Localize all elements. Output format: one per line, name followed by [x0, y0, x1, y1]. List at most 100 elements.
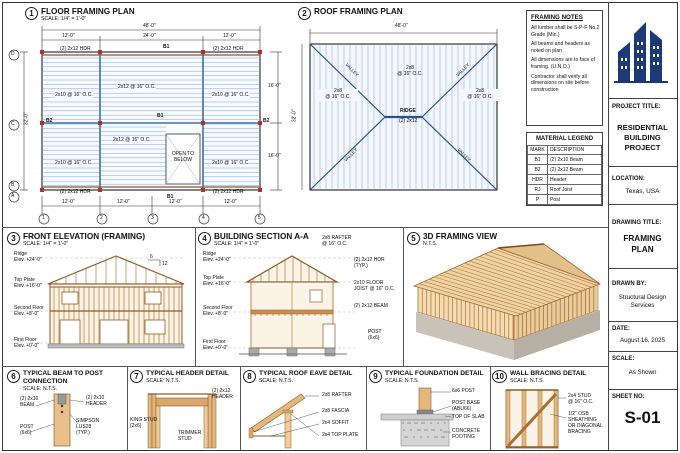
d6-label-d1: SIMPSON	[76, 418, 100, 424]
d7-label-c1: TRIMMER	[178, 430, 202, 436]
d9-drawing	[380, 387, 454, 447]
front-elevation-scale: SCALE: 1/4" = 1'-0"	[23, 241, 69, 247]
roof-plan-title: ROOF FRAMING PLAN	[314, 7, 403, 16]
d6-label-c2: (6x6)	[20, 430, 32, 436]
scale-block: SCALE: As Shown	[608, 351, 677, 389]
sec-joist-1: 2x10 FLOOR	[354, 280, 384, 286]
floor-left-dim: 32'-0"	[23, 112, 30, 126]
section-drawing	[203, 255, 355, 357]
rafter-label-right-b: @ 16" O.C.	[460, 94, 500, 101]
fe-first-elev: Elev. +0'-0"	[14, 343, 40, 349]
d7-label-a1: (2) 2x12	[212, 388, 231, 394]
location-value: Texas, USA	[625, 188, 660, 195]
grid-col-3: 3	[151, 215, 154, 221]
rafter-label-left-b: @ 16" O.C.	[318, 94, 358, 101]
view3d-drawing	[412, 243, 602, 360]
rafter-label-top-a: 2x8	[405, 65, 415, 71]
fe-second-label: Second Floor	[14, 305, 44, 311]
roof-side-dim: 32'-0"	[291, 109, 298, 123]
drawing-title-value: FRAMING PLAN	[623, 234, 662, 254]
d8-scale: SCALE: N.T.S.	[259, 378, 294, 384]
d6-label-d2: LUS28	[76, 424, 92, 430]
legend-mark-hdr: HDR	[527, 174, 548, 185]
floor-bot-dim-1: 12'-0"	[62, 199, 75, 205]
joist-label-4: 2x10 @ 16" O.C.	[55, 160, 93, 167]
d10-label-b1: 1/2" OSB	[568, 411, 589, 417]
roof-plan-drawing	[301, 29, 498, 191]
floor-right-dim-1: 16'-0"	[268, 83, 281, 89]
d7-label-b2: (2x6)	[130, 423, 142, 429]
grid-row-b: B	[11, 182, 15, 188]
legend-desc-p: Post	[547, 194, 602, 205]
floor-plan-scale: SCALE: 1/4" = 1'-0"	[41, 16, 87, 22]
beam-label-left: B2	[46, 118, 53, 124]
sheet-number-block: SHEET NO: S-01	[608, 389, 677, 451]
d10-label-b3: OR DIAGONAL	[568, 423, 603, 429]
d6-label-b2: HEADER	[86, 401, 107, 407]
joist-label-3: 2x10 @ 16" O.C.	[212, 92, 250, 99]
floor-top-dim-1: 12'-0"	[62, 33, 75, 39]
detail-number-1: 1	[25, 7, 38, 20]
divider-col-f	[490, 366, 491, 451]
drawn-by-label: DRAWN BY:	[612, 281, 647, 287]
sec-ridge-elev: Elev. +24'-0"	[203, 257, 231, 263]
beam-label-bot: B1	[167, 194, 174, 200]
d9-title: TYPICAL FOUNDATION DETAIL	[385, 370, 484, 377]
floor-plan-drawing	[8, 26, 282, 225]
rafter-label-right-a: 2x8	[460, 88, 500, 95]
legend-desc-hdr: Header	[547, 174, 602, 185]
legend-title: MATERIAL LEGEND	[535, 136, 594, 142]
project-title-block: PROJECT TITLE: RESIDENTIAL BUILDING PROJ…	[608, 98, 677, 166]
drawing-title-block: DRAWING TITLE: FRAMING PLAN	[608, 204, 677, 268]
framing-notes-list: All lumber shall be S-P-F No.2 Grade (Mi…	[531, 25, 601, 93]
sec-post-1: POST	[368, 329, 382, 335]
view3d-scale: N.T.S.	[423, 241, 438, 247]
grid-col-5: 5	[258, 215, 261, 221]
sec-rafter-2: @ 16" O.C.	[322, 241, 348, 247]
d6-label-c1: POST	[20, 424, 34, 430]
d7-scale: SCALE: N.T.S.	[146, 378, 181, 384]
drawn-by-block: DRAWN BY: Structural Design Services	[608, 268, 677, 321]
sheet-number-label: SHEET NO:	[612, 394, 645, 400]
divider-col-a	[195, 227, 196, 366]
drawn-by-value: Structural Design Services	[618, 294, 667, 310]
open-to-below-1: OPEN TO	[171, 151, 195, 157]
d8-label-d: 2x4 TOP PLATE	[322, 432, 359, 438]
grid-col-2: 2	[100, 215, 103, 221]
divider-col-d	[240, 366, 241, 451]
joist-label-2: 2x12 @ 16" O.C.	[118, 84, 156, 91]
d10-label-a1: 2x4 STUD	[568, 393, 592, 399]
d9-label-d1: CONCRETE	[452, 428, 481, 434]
legend-mark-p: P	[527, 194, 548, 205]
project-title-label: PROJECT TITLE:	[612, 104, 661, 110]
section-title: BUILDING SECTION A-A	[214, 232, 309, 241]
drawing-title-label: DRAWING TITLE:	[612, 220, 662, 226]
beam-label-mid: B1	[157, 113, 164, 119]
legend-desc-b1: (2) 2x10 Beam	[547, 154, 602, 165]
framing-notes-box: FRAMING NOTES All lumber shall be S-P-F …	[526, 10, 603, 126]
legend-mark-b2: B2	[527, 164, 548, 175]
d8-drawing	[248, 393, 320, 449]
front-elevation-drawing	[10, 255, 185, 349]
d10-label-a2: @ 16" O.C.	[568, 399, 594, 405]
sec-plate-elev: Elev. +16'-0"	[203, 281, 231, 287]
detail-number-7: 7	[130, 370, 143, 383]
scale-value: As Shown	[628, 369, 657, 376]
titleblock-border	[608, 2, 609, 451]
pitch-rise: 6	[150, 254, 153, 260]
scale-label: SCALE:	[612, 356, 635, 362]
grid-row-a: A	[11, 193, 15, 199]
d6-scale: SCALE: N.T.S.	[23, 386, 58, 392]
floor-top-dim-2: 24'-0"	[143, 33, 156, 39]
roof-overall-dim: 48'-0"	[395, 23, 408, 29]
note-4: Contractor shall verify all dimensions o…	[531, 73, 590, 93]
floor-bot-dim-4: 12'-0"	[224, 199, 237, 205]
grid-col-1: 1	[42, 215, 45, 221]
floor-bot-dim-2: 12'-0"	[117, 199, 130, 205]
sec-second-label: Second Floor	[203, 305, 233, 311]
legend-mark-rj: RJ	[527, 184, 548, 195]
legend-desc-rj: Roof Joist	[547, 184, 602, 195]
pitch-run: 12	[162, 261, 168, 267]
project-title-value: RESIDENTIAL BUILDING PROJECT	[617, 123, 668, 152]
